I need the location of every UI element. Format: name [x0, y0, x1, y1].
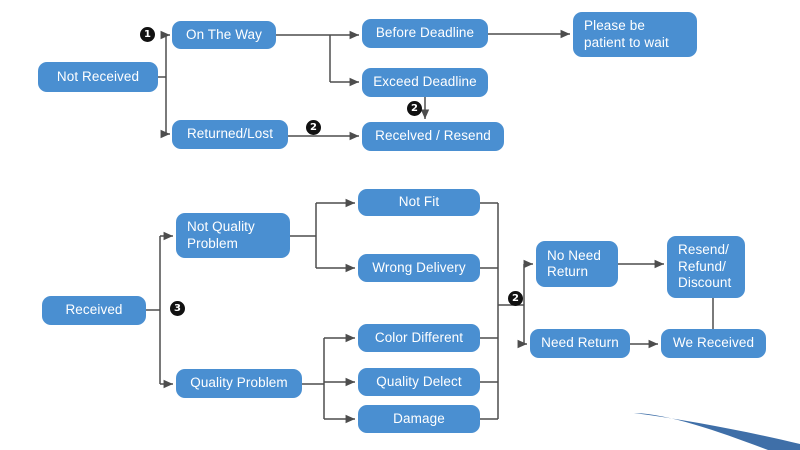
node-resend-refund-discount[interactable]: Resend/ Refund/ Discount [667, 236, 745, 298]
marker-2-returned-lost: 2 [306, 120, 321, 135]
node-not-fit[interactable]: Not Fit [358, 189, 480, 216]
node-quality-delect[interactable]: Quality Delect [358, 368, 480, 396]
node-on-the-way[interactable]: On The Way [172, 21, 276, 49]
node-returned-lost[interactable]: Returned/Lost [172, 120, 288, 149]
node-not-received[interactable]: Not Received [38, 62, 158, 92]
node-please-be-patient[interactable]: Please be patient to wait [573, 12, 697, 57]
marker-2-exceed-deadline: 2 [407, 101, 422, 116]
node-not-quality-problem[interactable]: Not Quality Problem [176, 213, 290, 258]
decorative-swoosh [634, 413, 800, 450]
node-damage[interactable]: Damage [358, 405, 480, 433]
node-quality-problem[interactable]: Quality Problem [176, 369, 302, 398]
node-received[interactable]: Received [42, 296, 146, 325]
marker-1-on-the-way: 1 [140, 27, 155, 42]
node-before-deadline[interactable]: Before Deadline [362, 19, 488, 48]
node-received-resend[interactable]: Recelved / Resend [362, 122, 504, 151]
node-need-return[interactable]: Need Return [530, 329, 630, 358]
node-exceed-deadline[interactable]: Exceed Deadline [362, 68, 488, 97]
node-we-received[interactable]: We Received [661, 329, 766, 358]
marker-3-received: 3 [170, 301, 185, 316]
node-no-need-return[interactable]: No Need Return [536, 241, 618, 287]
node-wrong-delivery[interactable]: Wrong Delivery [358, 254, 480, 282]
node-color-different[interactable]: Color Different [358, 324, 480, 352]
marker-2-return-branch: 2 [508, 291, 523, 306]
